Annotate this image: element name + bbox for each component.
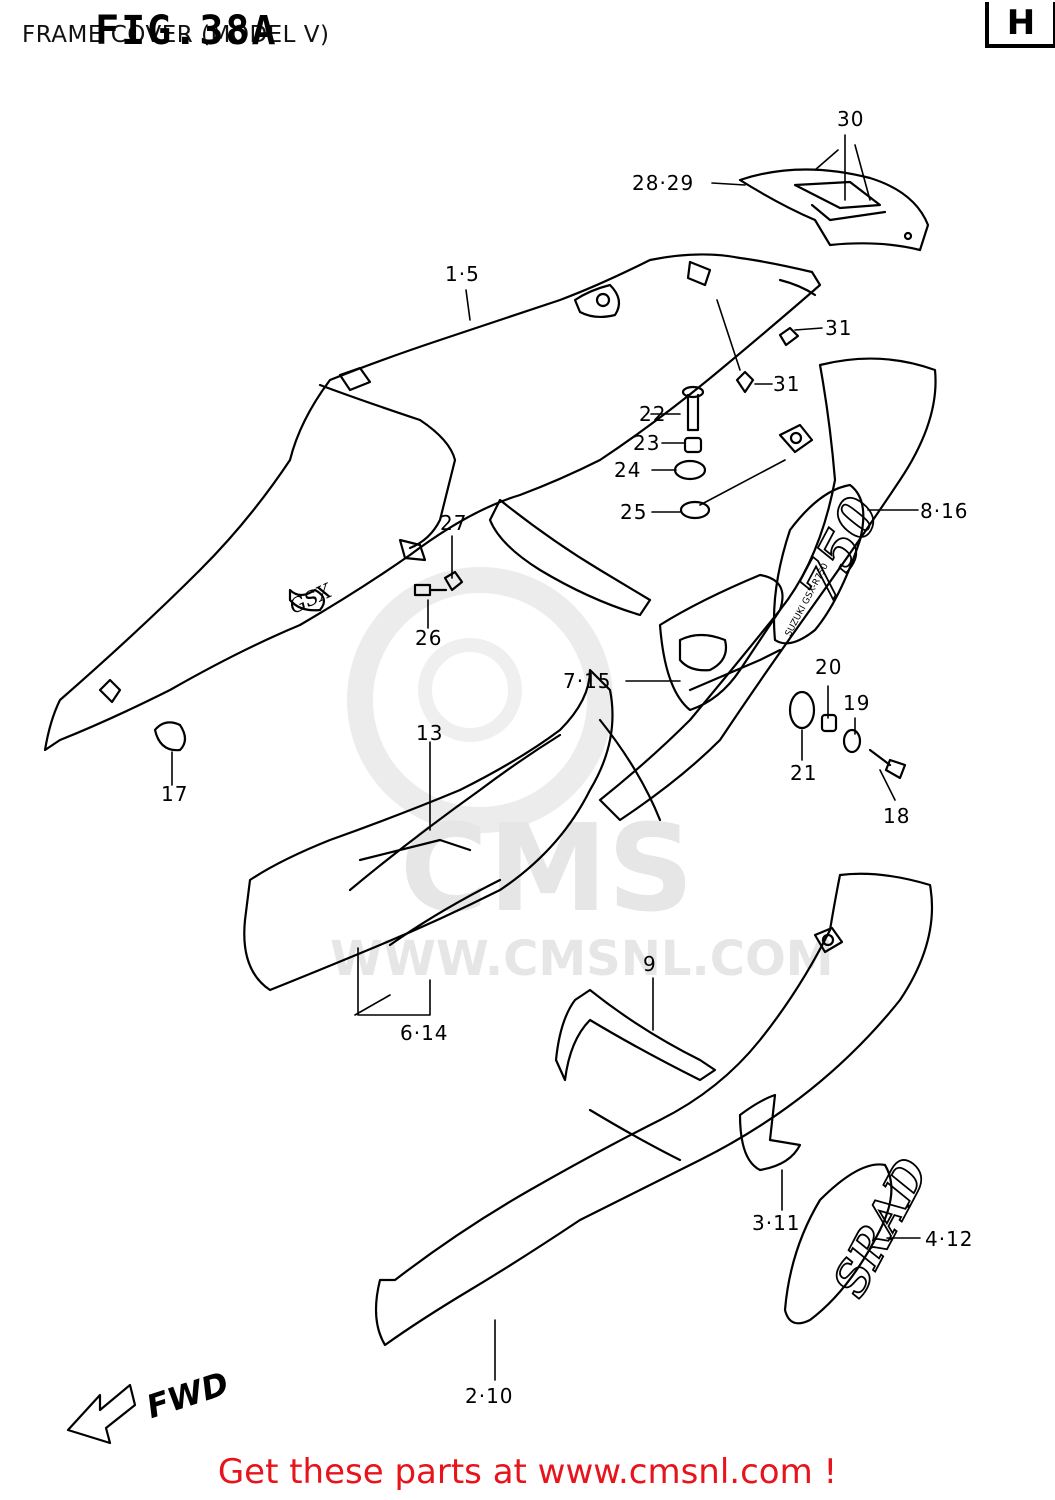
leader-lines xyxy=(171,134,921,1381)
screw-31a xyxy=(778,326,800,347)
watermark-url: WWW.CMSNL.COM xyxy=(330,931,834,987)
part-label: 6·14 xyxy=(400,1021,449,1045)
tail-side-insert-part xyxy=(658,573,784,712)
diagram-title: FRAME COVER (MODEL V) xyxy=(22,22,330,48)
part-label: 9 xyxy=(643,952,657,976)
section-badge: H xyxy=(985,2,1055,48)
part-label: 28·29 xyxy=(632,171,694,195)
grommet-24 xyxy=(673,459,707,481)
part-label: 24 xyxy=(614,458,641,482)
part-label: 7·15 xyxy=(563,669,612,693)
part-label: 22 xyxy=(639,402,666,426)
seat-side-left-part xyxy=(243,668,662,992)
forward-arrow-icon xyxy=(66,1383,137,1445)
part-label: 27 xyxy=(440,511,467,535)
part-label: 18 xyxy=(883,804,910,828)
grommet-21 xyxy=(788,690,816,730)
parts-link[interactable]: Get these parts at www.cmsnl.com ! xyxy=(217,1452,838,1492)
part-labels: 30 28·29 1·5 31 31 22 23 24 25 8·16 27 2… xyxy=(161,107,974,1408)
part-label: 25 xyxy=(620,500,647,524)
part-label: 19 xyxy=(843,691,870,715)
tail-badge-750 xyxy=(772,483,865,645)
tail-badge-750-text: 750 xyxy=(787,488,892,612)
part-label: 13 xyxy=(416,721,443,745)
washer-19 xyxy=(842,728,862,754)
seat-cowl-part xyxy=(43,253,822,752)
part-label: 17 xyxy=(161,782,188,806)
screw-31b xyxy=(735,370,755,394)
part-label: 20 xyxy=(815,655,842,679)
part-label: 4·12 xyxy=(925,1227,974,1251)
tail-cap-part xyxy=(738,168,930,252)
part-label: 23 xyxy=(633,431,660,455)
bolt-22 xyxy=(681,385,705,432)
part-label: 3·11 xyxy=(752,1211,801,1235)
part-label: 30 xyxy=(837,107,864,131)
watermark-brand: CMS xyxy=(400,800,694,939)
watermark: CMS WWW.CMSNL.COM xyxy=(330,567,834,987)
tank-logo-text: GSX xyxy=(285,578,336,619)
part-label: 8·16 xyxy=(920,499,969,523)
figure-label: FIG.38A xyxy=(95,8,278,54)
tail-side-right-part xyxy=(488,357,937,822)
grommet-25 xyxy=(679,500,711,520)
fwd-label: FWD xyxy=(142,1364,233,1426)
screw-18 xyxy=(868,748,907,780)
collar-23 xyxy=(683,436,703,454)
collar-20 xyxy=(820,713,838,733)
hardware-parts xyxy=(153,326,907,780)
srad-badge-text: SRAD xyxy=(822,1150,939,1305)
watermark-mascot xyxy=(347,567,613,833)
part-label: 31 xyxy=(825,316,852,340)
part-label: 2·10 xyxy=(465,1384,514,1408)
part-label: 31 xyxy=(773,372,800,396)
part-label: 26 xyxy=(415,626,442,650)
frame-cover-part xyxy=(374,872,934,1347)
v-decal-part xyxy=(738,1093,802,1172)
part-label: 21 xyxy=(790,761,817,785)
screw-26 xyxy=(413,583,448,597)
part-label: 1·5 xyxy=(445,262,480,286)
cushion-17 xyxy=(153,721,187,752)
frame-cover-bracket-part xyxy=(554,988,717,1082)
srad-badge-part xyxy=(783,1163,893,1325)
